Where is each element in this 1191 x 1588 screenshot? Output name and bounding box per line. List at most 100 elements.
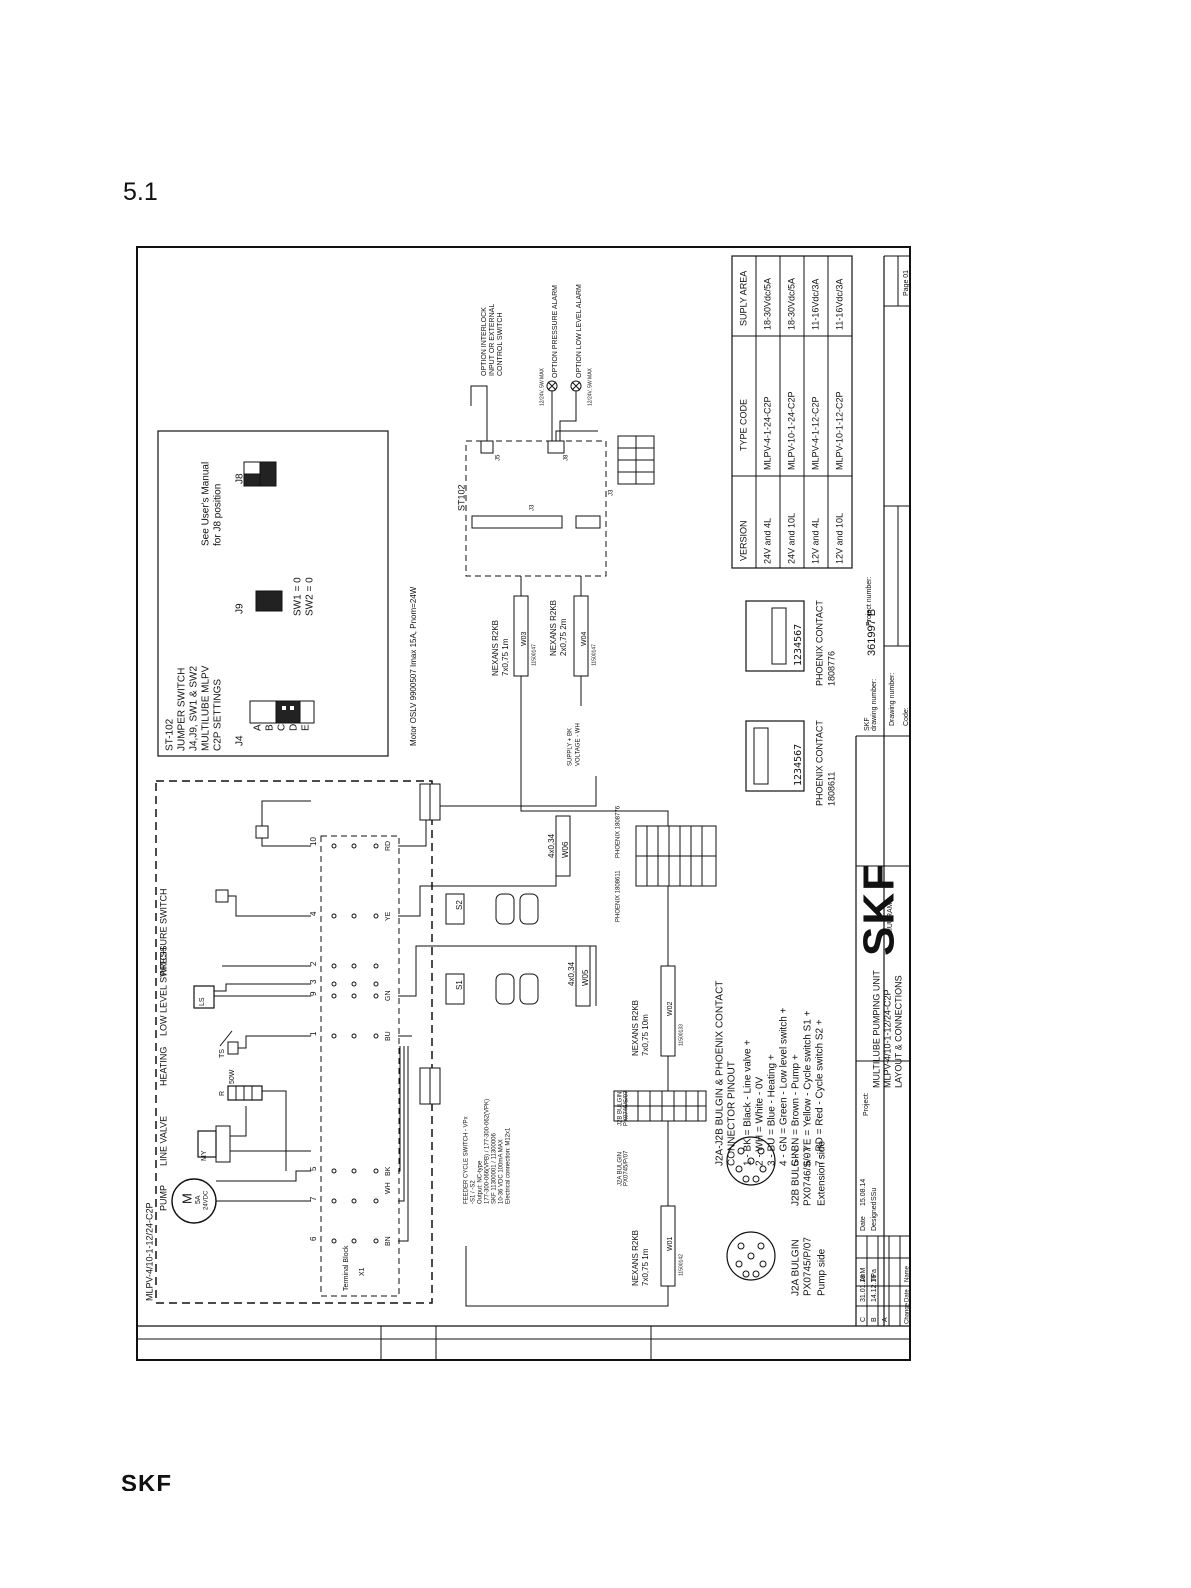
unit-label: MLPV-4/10-1-12/24-C2P xyxy=(144,1202,154,1301)
svg-text:2x0,75 2m: 2x0,75 2m xyxy=(559,618,568,656)
title-line-1: MULTILUBE PUMPING UNIT xyxy=(871,970,881,1088)
designed-label: Designed xyxy=(871,1201,878,1231)
svg-text:W04: W04 xyxy=(581,632,588,647)
vt-r4-type: MLPV-10-1-12-C2P xyxy=(834,391,844,470)
lamp-rating-2: 12/24V, 5W MAX xyxy=(587,367,593,406)
rev-b: B xyxy=(871,1317,878,1322)
terminal-block-label: Terminal Block xyxy=(343,1245,350,1291)
rev-c-date: 31.01.18 xyxy=(860,1275,867,1302)
rev-b-name: TPa xyxy=(871,1269,878,1282)
svg-text:YE: YE xyxy=(385,911,392,921)
code-label: Code: xyxy=(903,707,910,726)
svg-text:10-36 VDC 100mA MAX: 10-36 VDC 100mA MAX xyxy=(499,1139,505,1204)
svg-text:BN: BN xyxy=(385,1236,392,1246)
supply-label: SUPPLY + BK xyxy=(568,728,574,766)
svg-text:1808611: 1808611 xyxy=(826,772,836,806)
svg-text:JUMPER SWITCH: JUMPER SWITCH xyxy=(177,668,188,751)
terminal-block xyxy=(320,835,400,1297)
drawing-number-value: 361997 B xyxy=(866,609,878,656)
low-level-switch-icon: LS xyxy=(193,985,215,1009)
svg-text:D: D xyxy=(289,724,300,731)
jumper-j8 xyxy=(243,461,277,487)
svg-text:NEXANS R2KB: NEXANS R2KB xyxy=(491,620,500,676)
pressure-switch-label: PRESSURE SWITCH xyxy=(158,888,168,976)
rev-a: A xyxy=(882,1317,889,1322)
title-line-2: MLPV-4/10-1-12/24-C2P xyxy=(882,989,892,1088)
svg-text:C2P SETTINGS: C2P SETTINGS xyxy=(213,679,224,751)
st102-j3-label: J3 xyxy=(530,504,536,511)
svg-text:A: A xyxy=(253,724,264,731)
rev-header-change: Change xyxy=(905,1302,911,1324)
svg-text:11500147: 11500147 xyxy=(531,644,537,666)
cable-glands xyxy=(419,783,441,1105)
svg-text:NEXANS R2KB: NEXANS R2KB xyxy=(631,1230,640,1286)
vt-r1-version: 24V and 4L xyxy=(762,518,772,564)
svg-text:RD: RD xyxy=(385,841,392,851)
wiring-diagram: MULTILUBE PUMPING UNIT MLPV-4/10-1-12/24… xyxy=(136,246,911,1361)
svg-text:W02: W02 xyxy=(667,1002,674,1017)
option-wiring xyxy=(470,385,598,441)
vt-r2-supply: 18-30Vdc/5A xyxy=(786,278,796,330)
vt-r1-supply: 18-30Vdc/5A xyxy=(762,278,772,330)
svg-text:S1: S1 xyxy=(455,980,464,990)
rev-header-name: Name xyxy=(905,1265,911,1282)
internal-wiring xyxy=(214,800,311,1202)
line-valve-icon: MY xyxy=(197,1125,231,1163)
vt-r3-version: 12V and 4L xyxy=(810,518,820,564)
heating-label: HEATING xyxy=(158,1047,168,1086)
svg-text:-S1 / -S2: -S1 / -S2 xyxy=(471,1180,477,1204)
skf-label: SKF xyxy=(864,717,871,731)
svg-text:for J8 position: for J8 position xyxy=(213,484,224,546)
svg-text:BK: BK xyxy=(385,1166,392,1176)
svg-text:TS: TS xyxy=(219,1049,226,1058)
jumper-settings-box xyxy=(157,430,389,757)
terminal-block-tag: X1 xyxy=(359,1267,366,1276)
svg-text:2 - WH = White - 0V: 2 - WH = White - 0V xyxy=(755,1076,766,1166)
st102-label: ST102 xyxy=(456,484,466,511)
svg-text:11500142: 11500142 xyxy=(678,1254,684,1276)
cable-w05: 4x0,34 W05 xyxy=(567,945,591,1007)
svg-text:1: 1 xyxy=(309,1031,318,1036)
heater-resistor-icon: R 50W xyxy=(219,1069,263,1101)
svg-text:7x0,75 10m: 7x0,75 10m xyxy=(641,1014,650,1056)
svg-text:24VDC: 24VDC xyxy=(204,1190,210,1210)
phoenix-1808776-face: 1234567 PHOENIX CONTACT 1808776 xyxy=(745,600,836,686)
cable-w02: NEXANS R2KB 7x0,75 10m W02 11500133 xyxy=(631,886,684,1091)
svg-text:SW1 = 0: SW1 = 0 xyxy=(293,577,304,616)
feeder-note: FEEDER CYCLE SWITCH - VPx -S1 / -S2 Outp… xyxy=(464,1099,512,1204)
svg-text:PHOENIX CONTACT: PHOENIX CONTACT xyxy=(814,720,824,806)
pump-label: PUMP xyxy=(158,1185,168,1211)
svg-text:9: 9 xyxy=(309,991,318,996)
svg-text:Electrical connection: M12x1: Electrical connection: M12x1 xyxy=(506,1127,512,1204)
svg-text:3 - BU = Blue - Heating +: 3 - BU = Blue - Heating + xyxy=(767,1054,778,1166)
j2a-block-part: PX0745/P/07 xyxy=(624,1150,630,1186)
lamp-icon xyxy=(546,380,582,392)
svg-text:WH: WH xyxy=(385,1182,392,1194)
cable-w01: NEXANS R2KB 7x0,75 1m W01 11500142 xyxy=(465,1121,684,1307)
title-block-logo: SKF xyxy=(855,862,904,956)
date-label: Date xyxy=(860,1216,867,1231)
version-table: VERSION TYPE CODE SUPLY AREA 24V and 4L … xyxy=(731,255,853,569)
svg-text:B: B xyxy=(265,724,276,731)
svg-text:PX0746/S/07: PX0746/S/07 xyxy=(803,1147,814,1206)
svg-text:GN: GN xyxy=(385,991,392,1002)
svg-text:177-300-066(VPB) / 177-300-062: 177-300-066(VPB) / 177-300-062(VPK) xyxy=(485,1099,491,1204)
svg-text:11500147: 11500147 xyxy=(591,644,597,666)
svg-text:4x0,34: 4x0,34 xyxy=(547,833,556,858)
svg-text:J2A-J2B BULGIN & PHOENIX CONTA: J2A-J2B BULGIN & PHOENIX CONTACT xyxy=(715,981,726,1166)
pressure-switch-icon xyxy=(215,825,269,903)
jumper-j9 xyxy=(255,590,283,612)
designed-value: SSu xyxy=(871,1188,878,1201)
svg-text:Output: NC-type: Output: NC-type xyxy=(478,1160,484,1204)
vt-header-version: VERSION xyxy=(738,520,748,561)
svg-text:7: 7 xyxy=(309,1196,318,1201)
cable-w03: NEXANS R2KB 7x0,75 1m W03 11500147 xyxy=(491,576,669,826)
drawing-number-label: drawing number: xyxy=(871,679,878,731)
svg-text:C: C xyxy=(277,724,288,731)
rev-c-name: AnM xyxy=(860,1267,867,1282)
svg-text:Extension side: Extension side xyxy=(817,1141,828,1206)
j2a-block-label: J2A BULGIN xyxy=(618,1152,624,1186)
svg-text:3: 3 xyxy=(309,979,318,984)
bulgin-j2a-face: J2A BULGIN PX0745/P/07 Pump side xyxy=(726,1231,828,1296)
svg-text:J4,J9, SW1 & SW2: J4,J9, SW1 & SW2 xyxy=(189,666,200,751)
